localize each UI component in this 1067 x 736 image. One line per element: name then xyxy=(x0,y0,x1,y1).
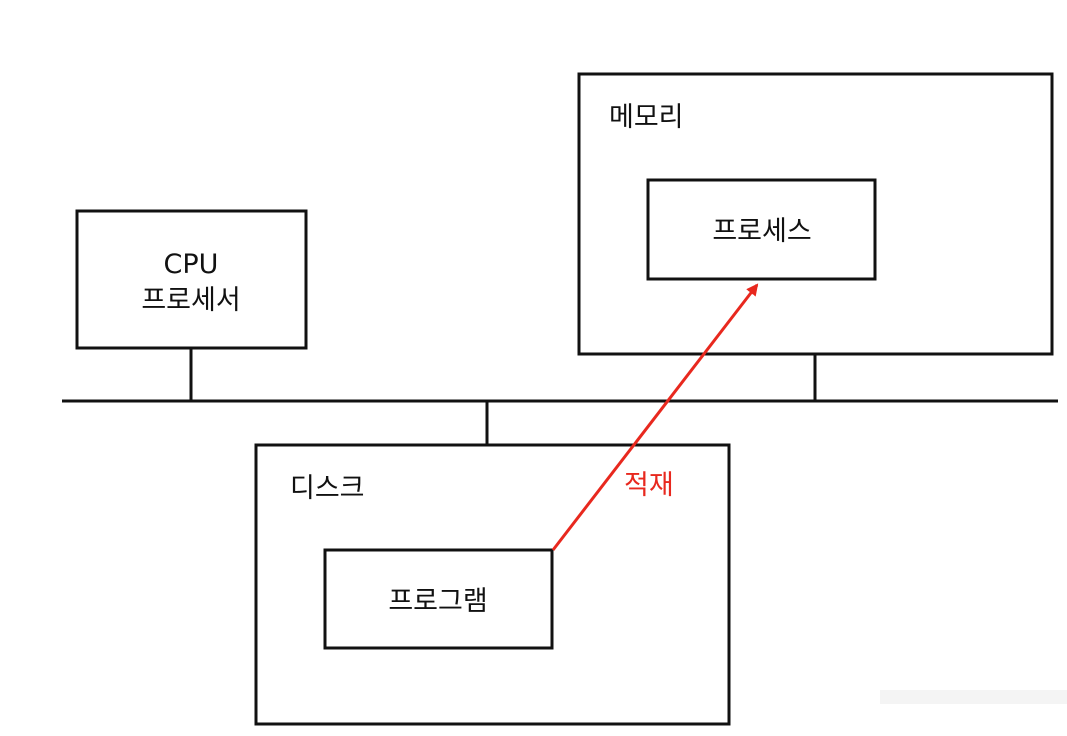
memory-box: 메모리 프로세스 xyxy=(577,72,1054,356)
disk-label: 디스크 xyxy=(290,473,365,504)
process-label: 프로세스 xyxy=(712,216,811,247)
process-rect xyxy=(646,178,877,281)
background-artifact xyxy=(880,690,1067,704)
program-label: 프로그램 xyxy=(388,586,487,617)
cpu-rect xyxy=(75,209,308,350)
program-rect xyxy=(323,548,554,650)
disk-box: 디스크 프로그램 xyxy=(254,443,731,726)
cpu-box: CPU 프로세서 xyxy=(75,209,308,350)
load-label: 적재 xyxy=(624,470,674,501)
cpu-processor-label: 프로세서 xyxy=(141,285,240,316)
memory-label: 메모리 xyxy=(609,102,684,133)
load-arrow xyxy=(551,283,759,551)
cpu-label: CPU xyxy=(164,249,219,280)
